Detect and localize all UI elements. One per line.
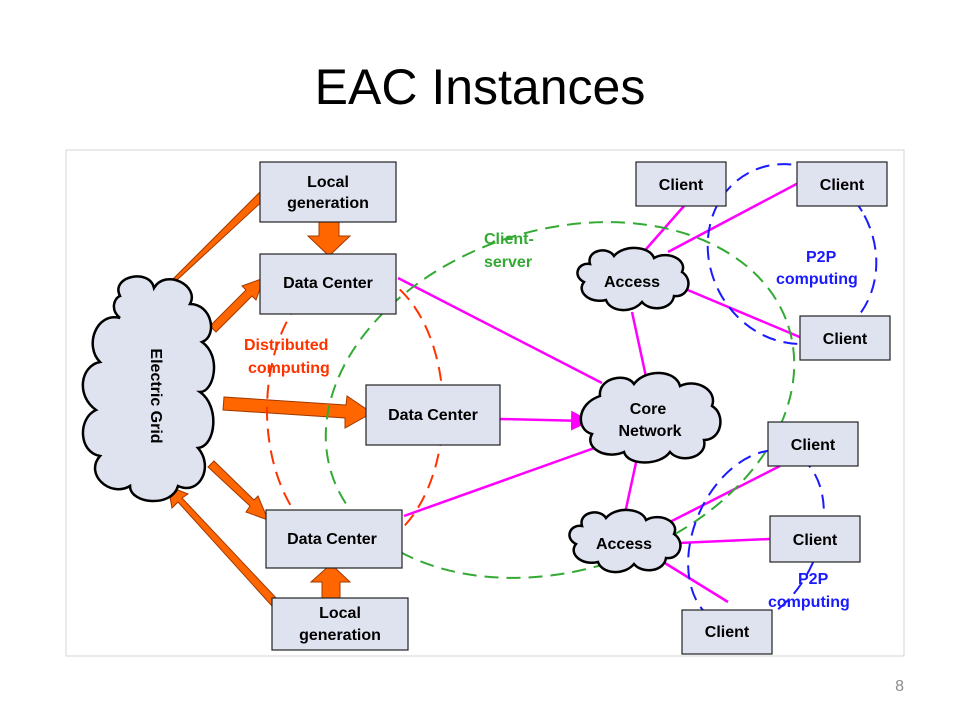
access-cloud-bottom: Access <box>568 508 682 574</box>
client-server-label-line-2: server <box>484 254 532 271</box>
data-center-middle: Data Center <box>365 384 501 446</box>
local-generation-bottom: Local generation <box>271 597 409 651</box>
power-arrows <box>147 189 373 607</box>
core-network-line-1: Core <box>630 401 667 418</box>
client-right-lower-top: Client <box>767 421 859 467</box>
electric-grid-label: Electric Grid <box>147 348 164 443</box>
p2p-bottom-label-line-2: computing <box>768 594 850 611</box>
arrow-localgen-to-dc-top <box>306 221 352 257</box>
arrow-localgen-to-dc-bottom <box>309 563 352 599</box>
data-center-bottom-label: Data Center <box>287 531 377 548</box>
local-generation-top: Local generation <box>259 161 397 223</box>
link-access-client-e <box>677 537 771 545</box>
client-right-lower-top-label: Client <box>791 437 836 454</box>
client-server-label-line-1: Client- <box>484 231 534 248</box>
local-generation-bottom-line-2: generation <box>299 627 381 644</box>
data-center-top: Data Center <box>259 253 397 315</box>
data-center-middle-label: Data Center <box>388 407 478 424</box>
client-top-right: Client <box>796 161 888 207</box>
distributed-label-line-2: computing <box>248 360 330 377</box>
data-center-top-label: Data Center <box>283 275 373 292</box>
link-access-top-core <box>630 311 650 387</box>
access-bottom-label: Access <box>596 536 652 553</box>
access-top-label: Access <box>604 274 660 291</box>
link-access-client-d <box>661 464 781 528</box>
client-top-right-label: Client <box>820 177 865 194</box>
p2p-bottom-label-line-1: P2P <box>798 571 829 588</box>
link-dc-top-core <box>397 276 603 385</box>
data-center-bottom: Data Center <box>265 509 403 569</box>
slide-title: EAC Instances <box>314 59 646 115</box>
local-generation-top-line-1: Local <box>307 174 349 191</box>
link-access-client-a <box>639 205 685 257</box>
network-links <box>397 178 805 604</box>
arrow-grid-to-dc-mid <box>222 395 373 429</box>
arrow-grid-to-dc-bottom <box>207 460 269 521</box>
client-right-lower-mid-label: Client <box>793 532 838 549</box>
client-right-upper-label: Client <box>823 331 868 348</box>
link-dc-bottom-core <box>403 444 601 518</box>
link-access-client-b <box>667 178 805 254</box>
link-dc-mid-core <box>499 410 591 431</box>
p2p-top-label-line-2: computing <box>776 271 858 288</box>
core-network-cloud: Core Network <box>579 371 722 464</box>
link-access-client-f <box>659 558 729 604</box>
local-generation-bottom-line-1: Local <box>319 605 361 622</box>
client-right-upper: Client <box>799 315 891 361</box>
client-top-left-label: Client <box>659 177 704 194</box>
client-bottom-label: Client <box>705 624 750 641</box>
p2p-top-label-line-1: P2P <box>806 249 837 266</box>
local-generation-top-line-2: generation <box>287 195 369 212</box>
access-cloud-top: Access <box>576 246 690 312</box>
link-access-client-c <box>682 286 803 340</box>
link-core-access-bottom <box>622 457 639 519</box>
distributed-label-line-1: Distributed <box>244 337 328 354</box>
client-bottom: Client <box>681 609 773 655</box>
client-right-lower-mid: Client <box>769 515 861 563</box>
core-network-line-2: Network <box>618 423 681 440</box>
electric-grid-cloud: Electric Grid <box>81 275 216 503</box>
client-top-left: Client <box>635 161 727 207</box>
page-number: 8 <box>895 678 904 695</box>
